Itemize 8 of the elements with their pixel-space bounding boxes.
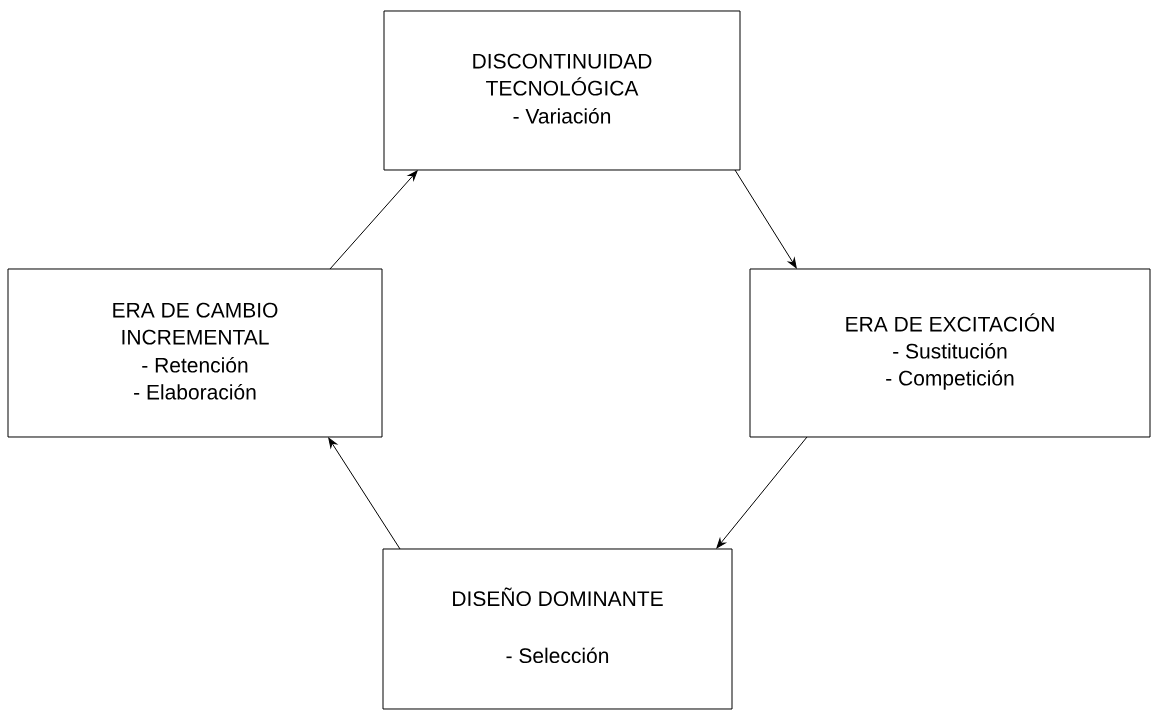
arrow [716, 436, 808, 549]
arrow [734, 169, 797, 269]
process-box: ERA DE CAMBIO INCREMENTAL - Retención - Elaboración [7, 268, 383, 438]
arrow [328, 437, 401, 550]
process-box: DISCONTINUIDAD TECNOLÓGICA - Variación [383, 10, 741, 171]
arrow [329, 170, 418, 270]
process-box: DISEÑO DOMINANTE - Selección [382, 548, 733, 710]
process-box: ERA DE EXCITACIÓN - Sustitución - Competición [749, 268, 1151, 438]
